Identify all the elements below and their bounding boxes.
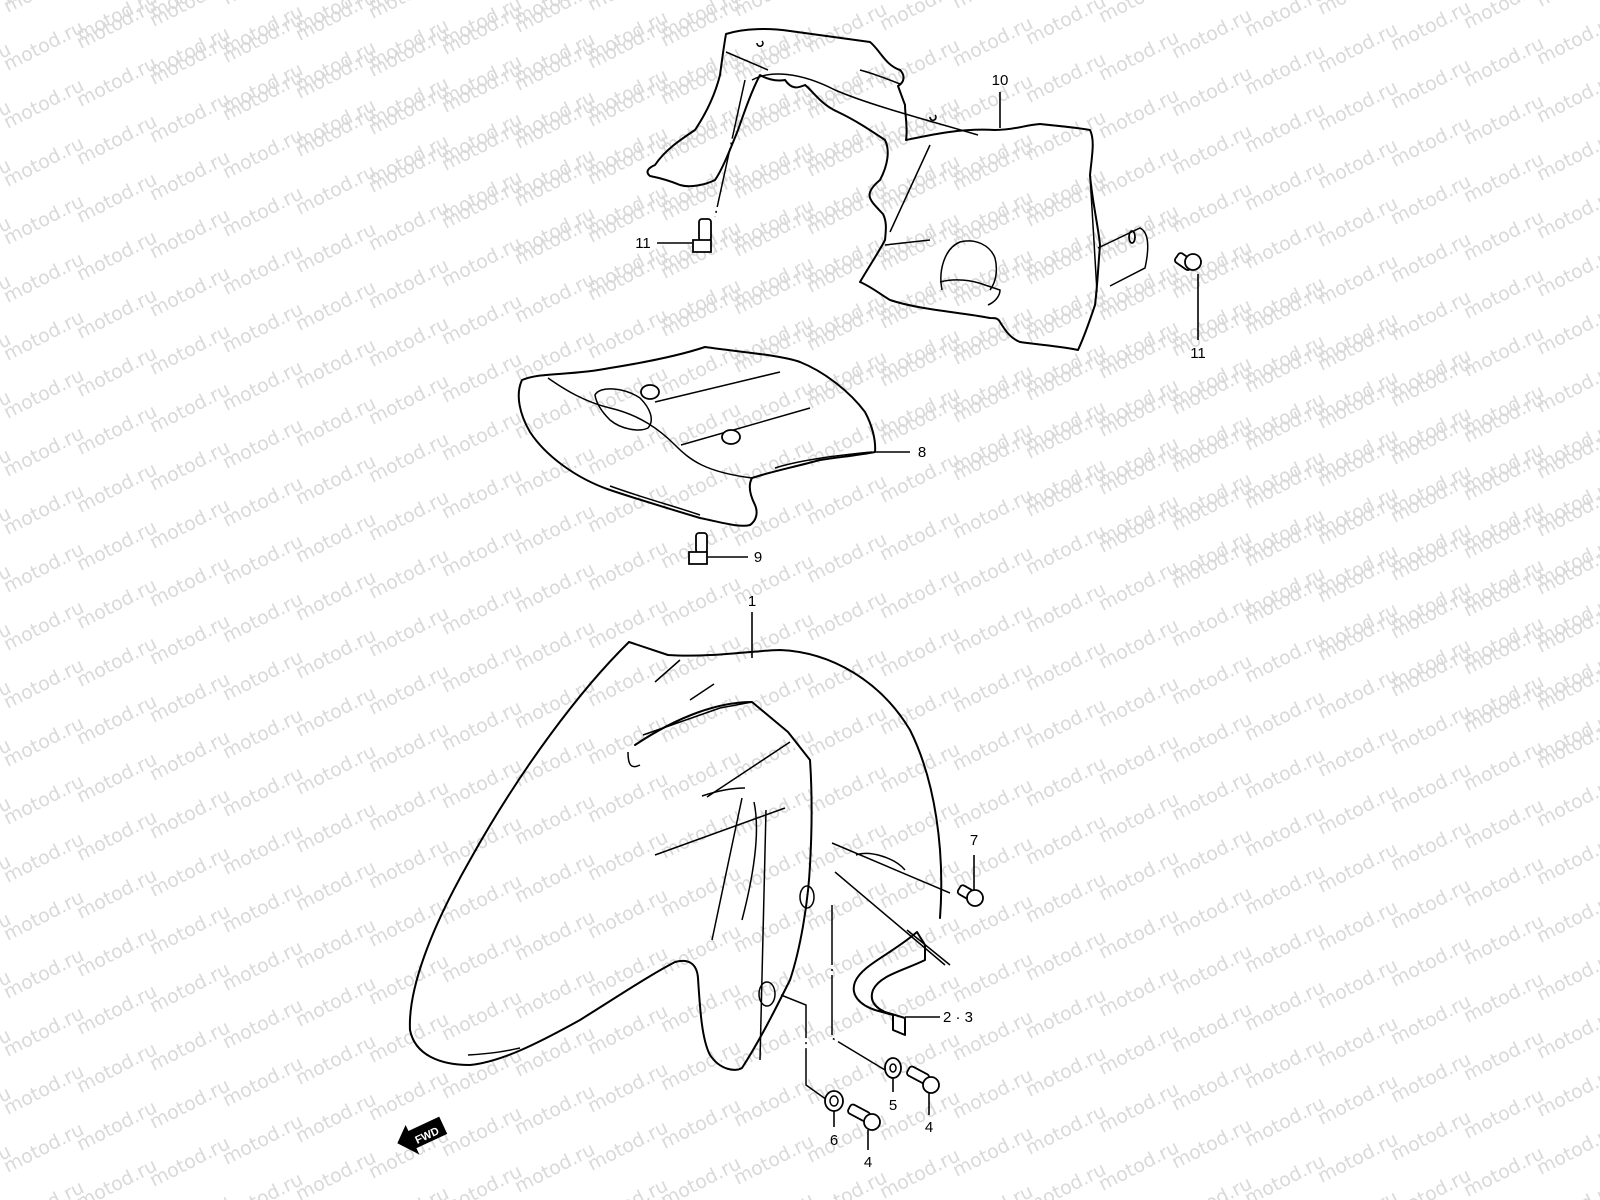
callout-label-5: 5 <box>889 1097 897 1114</box>
part-4-bolt-lower[interactable]: 4 <box>847 1103 881 1171</box>
callout-label-4a: 4 <box>925 1119 933 1136</box>
part-8-inner-cover-lower[interactable] <box>517 346 877 527</box>
part-4-bolt-upper[interactable]: 4 <box>906 1065 940 1136</box>
callout-8[interactable]: 8 <box>876 444 926 461</box>
callout-label-8: 8 <box>918 444 926 461</box>
callout-label-1: 1 <box>748 593 756 610</box>
callout-label-10: 10 <box>992 72 1009 89</box>
part-1-front-fender[interactable] <box>408 641 943 1071</box>
callout-label-9: 9 <box>754 549 762 566</box>
callout-label-2-3: 2 · 3 <box>943 1009 973 1026</box>
part-9-bolt[interactable]: 9 <box>688 532 762 566</box>
callout-label-11b: 11 <box>1190 345 1206 362</box>
part-11-bolt-left[interactable]: 11 <box>635 79 746 253</box>
part-10-inner-cover-upper[interactable] <box>646 28 1149 351</box>
callout-label-11a: 11 <box>635 235 651 252</box>
part-5-washer[interactable]: 5 <box>884 1057 902 1114</box>
fwd-direction-arrow: FWD <box>397 1116 448 1155</box>
callout-10[interactable]: 10 <box>992 72 1009 128</box>
callout-label-4b: 4 <box>864 1154 872 1171</box>
callout-label-7: 7 <box>970 832 978 849</box>
part-6-nut[interactable]: 6 <box>824 1090 844 1149</box>
callout-label-6: 6 <box>830 1132 838 1149</box>
part-11-bolt-right[interactable]: 11 <box>1174 252 1206 362</box>
part-2-3-fender-brace[interactable]: 2 · 3 <box>852 931 973 1036</box>
callout-1[interactable]: 1 <box>748 593 756 658</box>
mount-lines <box>780 842 951 1101</box>
part-7-screw[interactable]: 7 <box>956 832 984 907</box>
